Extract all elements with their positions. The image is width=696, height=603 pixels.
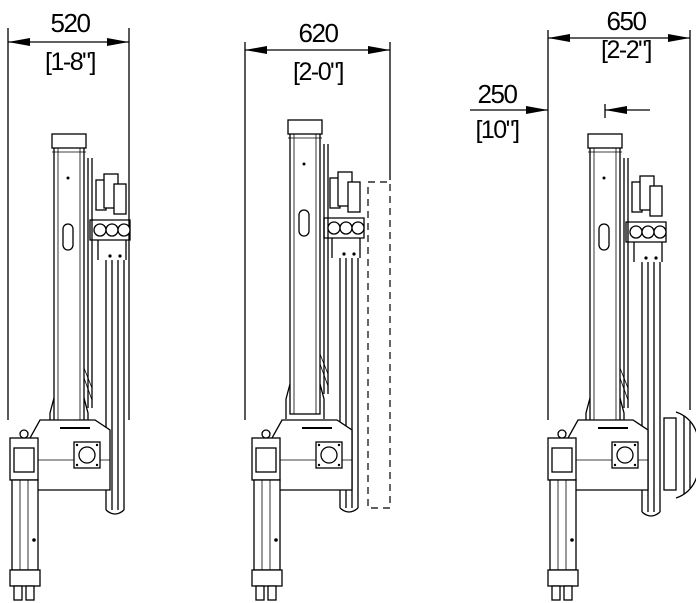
dimension-520: 520 [1-8"] <box>7 8 130 420</box>
robot-view-1 <box>9 133 131 601</box>
robot-view-3 <box>547 133 696 601</box>
dimension-650-imperial: [2-2"] <box>601 36 651 64</box>
wheel-attachment <box>663 411 696 499</box>
dimension-250-imperial: [10"] <box>475 116 519 144</box>
dimension-250-mm: 250 <box>478 79 518 109</box>
dimension-250: 250 [10"] <box>470 79 650 144</box>
dimension-620-mm: 620 <box>299 18 339 48</box>
dimension-620-imperial: [2-0"] <box>293 58 343 86</box>
robot-view-2 <box>251 119 391 601</box>
dimension-620: 620 [2-0"] <box>244 18 391 420</box>
dimension-650-mm: 650 <box>607 6 647 36</box>
dimension-650: 650 [2-2"] <box>547 6 691 420</box>
optional-tool-outline <box>367 181 391 509</box>
dimension-520-imperial: [1-8"] <box>45 48 95 76</box>
dimension-520-mm: 520 <box>51 8 91 38</box>
